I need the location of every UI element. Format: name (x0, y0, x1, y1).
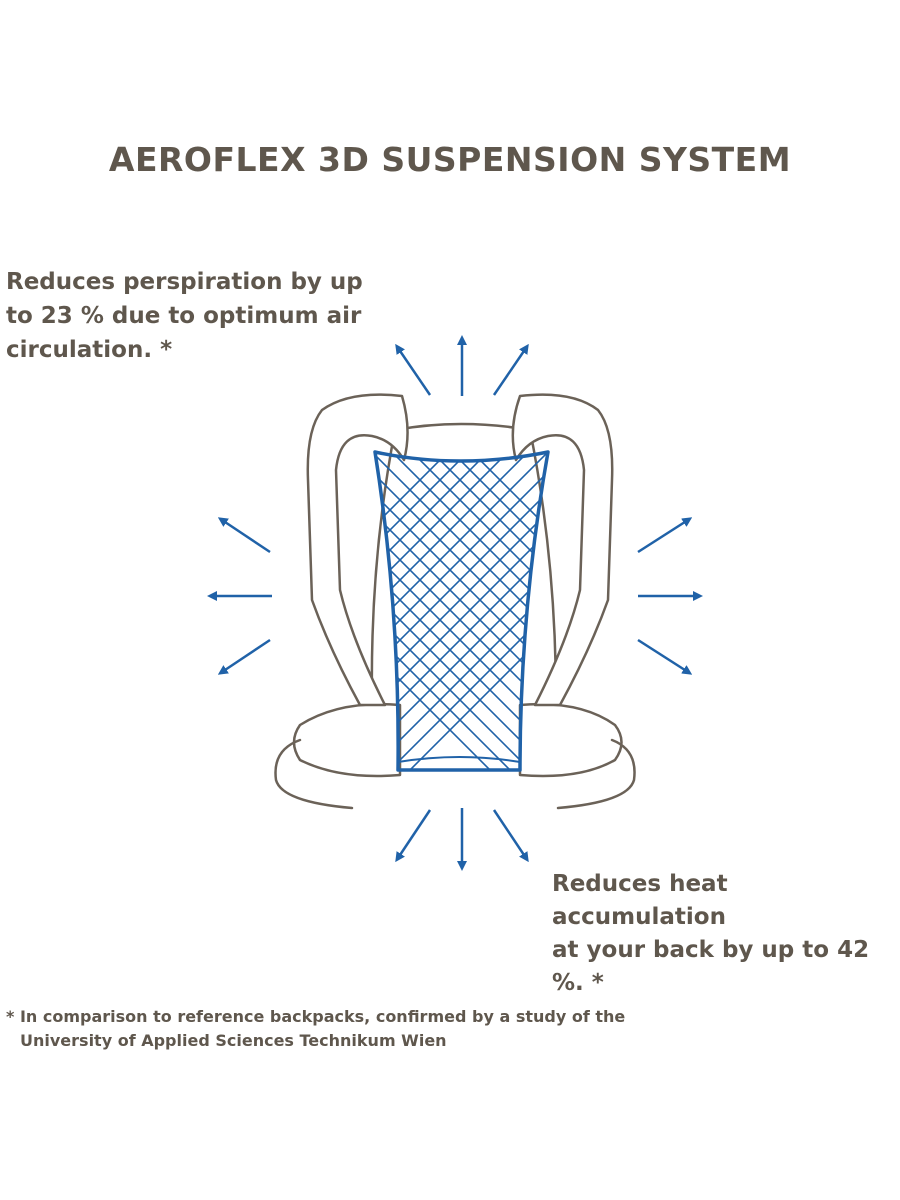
airflow-arrow-icon (207, 335, 703, 871)
arrow-right-top (637, 517, 693, 554)
arrow-top-right (492, 343, 529, 396)
arrow-bottom-left (395, 809, 432, 863)
benefit-heat-text: Reduces heat accumulation at your back b… (552, 871, 870, 996)
footnote-line-1: * In comparison to reference backpacks, … (6, 1007, 626, 1026)
page-title: AEROFLEX 3D SUSPENSION SYSTEM (108, 140, 792, 179)
arrow-right-bottom (637, 638, 693, 675)
backpack-illustration-icon (274, 393, 636, 810)
arrow-top-left (395, 343, 432, 396)
mesh-outline (373, 450, 550, 772)
arrow-bottom-right (492, 809, 529, 863)
benefit-perspiration-text: Reduces perspiration by up to 23 % due t… (6, 269, 363, 363)
shoulder-strap-right (511, 393, 614, 707)
mesh-bottom-band (397, 756, 521, 763)
hip-belt-right (518, 702, 623, 778)
shoulder-strap-left (306, 393, 409, 707)
footnote-line-2: University of Applied Sciences Technikum… (20, 1031, 447, 1050)
hip-strap-left (274, 738, 354, 810)
hip-belt-left (292, 702, 402, 778)
arrow-left-bottom (217, 638, 271, 675)
arrow-left-top (217, 517, 271, 554)
footnote: * In comparison to reference backpacks, … (6, 1005, 806, 1053)
hip-strap-right (556, 738, 636, 810)
